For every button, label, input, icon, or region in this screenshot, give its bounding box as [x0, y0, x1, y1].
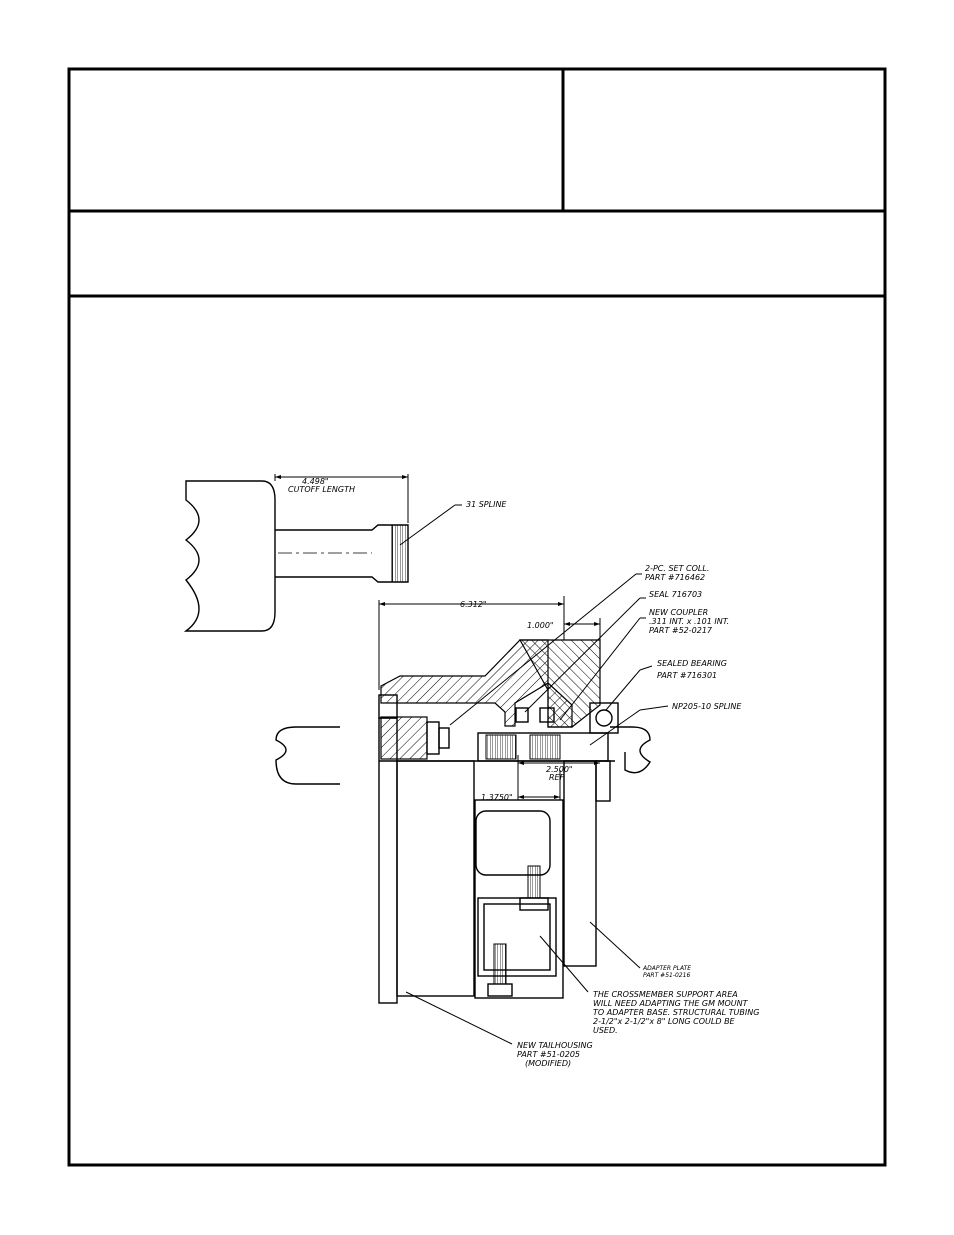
seal-label: SEAL 716703: [649, 590, 702, 599]
collar-ring: [426, 721, 440, 755]
np205-leader: [589, 709, 641, 746]
dim-1000: 1.000": [527, 621, 554, 630]
cutoff-text: CUTOFF LENGTH: [288, 485, 355, 494]
crossmember-leader: [539, 935, 589, 993]
seal-leader: [524, 597, 641, 713]
bearing-label-1: SEALED BEARING: [657, 659, 727, 668]
shaft-body: [183, 480, 276, 632]
set-collar-leader: [449, 573, 637, 726]
dim-2500: 2.500": [546, 765, 573, 774]
set-collar-label-2: PART #716462: [645, 573, 705, 582]
np205-spline-label: NP205-10 SPLINE: [672, 702, 742, 711]
spline-31-leader: [399, 504, 456, 546]
tailhousing-casting: [380, 639, 549, 727]
bearing-ball: [595, 709, 613, 727]
coupler-label-1: NEW COUPLER: [649, 608, 708, 617]
adapter-label-2: PART #51-0216: [643, 972, 690, 979]
output-shaft-right: [610, 726, 651, 774]
upper-bolt: [527, 865, 541, 899]
spline-31-teeth: [391, 524, 409, 583]
tailhousing-leader: [405, 991, 513, 1045]
outer-border: [67, 67, 887, 1167]
np205-spline-teeth: [529, 734, 561, 760]
input-shaft-left: [275, 726, 340, 785]
adapter-leader: [589, 921, 641, 969]
coupler-label-2: .311 INT. x .101 INT.: [649, 617, 729, 626]
tailhousing-label-1: NEW TAILHOUSING: [517, 1041, 593, 1050]
crossmember-label-2: WILL NEED ADAPTING THE GM MOUNT: [593, 999, 749, 1008]
spline-31-label: 31 SPLINE: [466, 500, 507, 509]
coupler-leader: [559, 617, 641, 721]
crossmember-label-3: TO ADAPTER BASE. STRUCTURAL TUBING: [593, 1008, 759, 1017]
dim-ref: REF.: [549, 773, 566, 782]
window-cutout: [475, 810, 551, 876]
bearing-label-2: PART #716301: [657, 671, 717, 680]
adapter-label-1: ADAPTER PLATE: [642, 965, 691, 972]
adapter-plate: [563, 760, 597, 967]
shaft-detail: 4.498" CUTOFF LENGTH 31 SPLINE: [183, 474, 507, 632]
crossmember-area: [474, 799, 564, 999]
assembly-section: 6.312" 1.000" 2.500" REF. 1.3750" 2-PC. …: [275, 564, 759, 1068]
dim-6312: 6.312": [460, 600, 487, 609]
set-collar-label-1: 2-PC. SET COLL.: [645, 564, 709, 573]
shaft-stub: [275, 524, 409, 583]
crossmember-label-4: 2-1/2"x 2-1/2"x 8" LONG COULD BE: [593, 1017, 736, 1026]
tailhousing-wall: [396, 760, 475, 997]
cutoff-dim: 4.498": [302, 477, 329, 486]
dim-13750: 1.3750": [481, 793, 513, 802]
crossmember-label-5: USED.: [593, 1026, 618, 1035]
set-collar-block: [380, 716, 428, 760]
coupler-label-3: PART #52-0217: [649, 626, 713, 635]
coupler-internal-spline: [485, 734, 517, 760]
crossmember-label-1: THE CROSSMEMBER SUPPORT AREA: [593, 990, 738, 999]
tailhousing-label-3: (MODIFIED): [525, 1059, 571, 1068]
structural-tubing: [477, 897, 557, 977]
sealed-bearing: [589, 702, 619, 734]
lower-bolt: [493, 943, 507, 985]
bearing-leader: [605, 669, 641, 711]
tailhousing-label-2: PART #51-0205: [517, 1050, 580, 1059]
title-block: [67, 67, 887, 1167]
